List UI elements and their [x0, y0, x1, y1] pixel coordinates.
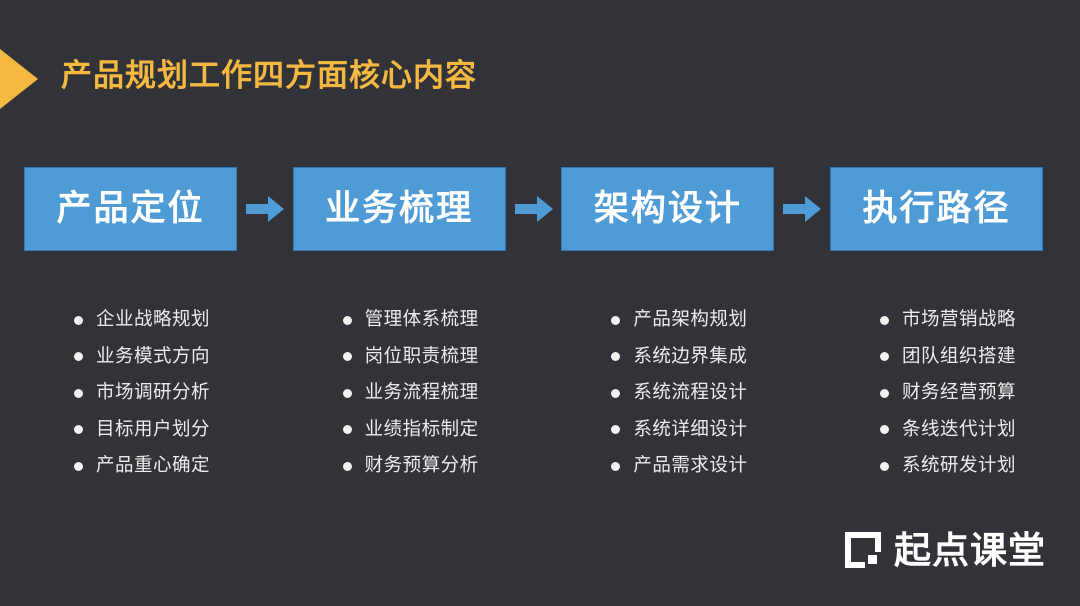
detail-column-1: 企业战略规划 业务模式方向 市场调研分析 目标用户划分 产品重心确定 — [24, 302, 237, 492]
bullet-dot-icon — [611, 352, 621, 362]
list-item: 系统流程设计 — [561, 375, 774, 412]
bullet-dot-icon — [611, 425, 621, 435]
brand-logo: 起点课堂 — [843, 526, 1046, 574]
list-item-label: 业务流程梳理 — [364, 382, 479, 403]
column-gap — [237, 302, 293, 492]
stage-label-4: 执行路径 — [862, 188, 1011, 229]
list-item: 财务经营预算 — [830, 375, 1043, 412]
detail-columns: 企业战略规划 业务模式方向 市场调研分析 目标用户划分 产品重心确定 管理体系梳… — [24, 302, 1043, 492]
bullet-dot-icon — [74, 388, 83, 398]
stage-box-3[interactable]: 架构设计 — [561, 167, 775, 251]
brand-logo-text: 起点课堂 — [894, 528, 1046, 572]
bullet-dot-icon — [342, 352, 352, 362]
list-item: 条线迭代计划 — [830, 412, 1043, 449]
list-item-label: 市场调研分析 — [96, 382, 211, 403]
stage-box-1[interactable]: 产品定位 — [24, 167, 237, 251]
column-gap — [506, 302, 562, 492]
bullet-dot-icon — [880, 388, 890, 398]
list-item-label: 条线迭代计划 — [902, 418, 1017, 440]
list-item: 团队组织搭建 — [830, 339, 1043, 376]
list-item: 系统研发计划 — [830, 448, 1043, 485]
list-item-label: 系统研发计划 — [902, 455, 1017, 476]
detail-column-3: 产品架构规划 系统边界集成 系统流程设计 系统详细设计 产品需求设计 — [561, 302, 774, 492]
bullet-dot-icon — [880, 425, 890, 435]
detail-column-4: 市场营销战略 团队组织搭建 财务经营预算 条线迭代计划 系统研发计划 — [830, 302, 1043, 492]
list-item: 业务模式方向 — [24, 339, 237, 376]
list-item: 业务流程梳理 — [293, 375, 506, 412]
bullet-dot-icon — [342, 315, 352, 325]
stage-label-2: 业务梳理 — [325, 188, 474, 229]
list-item: 产品重心确定 — [24, 448, 237, 485]
stage-box-4[interactable]: 执行路径 — [830, 167, 1044, 251]
list-item-label: 系统详细设计 — [633, 418, 748, 440]
list-item-label: 市场营销战略 — [902, 309, 1017, 330]
list-item: 产品架构规划 — [561, 302, 774, 339]
list-item: 产品需求设计 — [561, 448, 774, 485]
bullet-dot-icon — [342, 388, 352, 398]
slide-header: 产品规划工作四方面核心内容 — [0, 46, 1080, 112]
triangle-right-icon — [0, 49, 38, 109]
list-item: 市场营销战略 — [830, 302, 1043, 339]
stage-label-3: 架构设计 — [593, 188, 742, 229]
list-item-label: 业绩指标制定 — [364, 418, 479, 440]
list-item-label: 团队组织搭建 — [902, 345, 1017, 367]
bullet-dot-icon — [74, 315, 83, 325]
list-item: 企业战略规划 — [24, 302, 237, 339]
column-gap — [774, 302, 830, 492]
list-item: 系统详细设计 — [561, 412, 774, 449]
list-item-label: 产品需求设计 — [633, 455, 748, 476]
bullet-dot-icon — [74, 352, 83, 362]
list-item: 业绩指标制定 — [293, 412, 506, 449]
arrow-right-icon — [237, 167, 293, 251]
bracket-square-logo-icon — [843, 530, 883, 570]
list-item-label: 企业战略规划 — [96, 309, 211, 330]
detail-column-2: 管理体系梳理 岗位职责梳理 业务流程梳理 业绩指标制定 财务预算分析 — [293, 302, 506, 492]
list-item-label: 管理体系梳理 — [364, 309, 479, 330]
arrow-right-icon — [774, 167, 830, 251]
stage-box-2[interactable]: 业务梳理 — [292, 167, 506, 251]
bullet-dot-icon — [880, 461, 890, 471]
list-item: 市场调研分析 — [24, 375, 237, 412]
list-item-label: 业务模式方向 — [96, 345, 211, 367]
page-title: 产品规划工作四方面核心内容 — [61, 58, 477, 94]
list-item-label: 系统边界集成 — [633, 345, 748, 367]
list-item: 目标用户划分 — [24, 412, 237, 449]
list-item: 系统边界集成 — [561, 339, 774, 376]
list-item-label: 产品架构规划 — [633, 309, 748, 330]
bullet-dot-icon — [74, 461, 83, 471]
list-item-label: 财务经营预算 — [902, 382, 1017, 403]
bullet-dot-icon — [342, 425, 352, 435]
bullet-dot-icon — [880, 315, 890, 325]
bullet-dot-icon — [611, 461, 621, 471]
bullet-dot-icon — [611, 388, 621, 398]
list-item: 管理体系梳理 — [293, 302, 506, 339]
list-item-label: 产品重心确定 — [96, 455, 211, 476]
list-item: 岗位职责梳理 — [293, 339, 506, 376]
stage-label-1: 产品定位 — [56, 188, 205, 229]
list-item: 财务预算分析 — [293, 448, 506, 485]
arrow-right-icon — [506, 167, 562, 251]
bullet-dot-icon — [611, 315, 621, 325]
bullet-dot-icon — [74, 425, 83, 435]
bullet-dot-icon — [880, 352, 890, 362]
list-item-label: 系统流程设计 — [633, 382, 748, 403]
list-item-label: 目标用户划分 — [96, 418, 211, 440]
list-item-label: 财务预算分析 — [364, 455, 479, 476]
bullet-dot-icon — [342, 461, 352, 471]
stage-flow: 产品定位 业务梳理 架构设计 执行路径 — [24, 167, 1044, 251]
list-item-label: 岗位职责梳理 — [364, 345, 479, 367]
